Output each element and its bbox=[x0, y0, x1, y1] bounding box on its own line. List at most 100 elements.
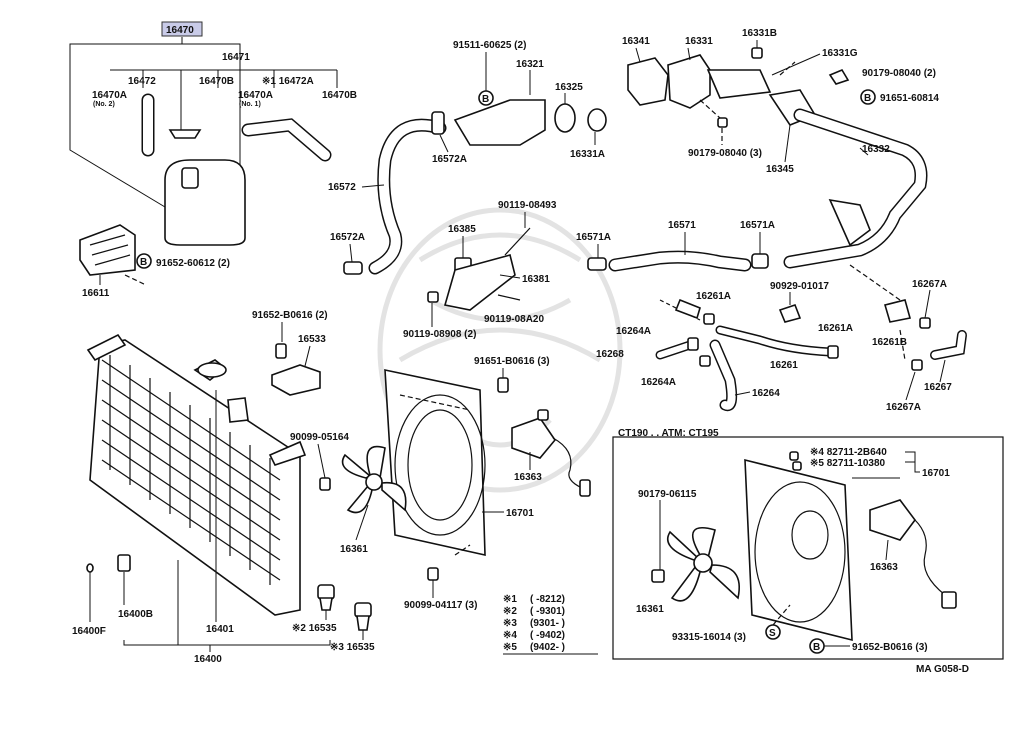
bolt-symbol: B bbox=[140, 257, 147, 268]
part-label-16261[interactable]: 16261 bbox=[770, 360, 798, 371]
part-label-90119-08908[interactable]: 90119-08908 (2) bbox=[403, 329, 476, 340]
part-label-16611[interactable]: 16611 bbox=[82, 288, 110, 299]
part-label-16361-main[interactable]: 16361 bbox=[340, 544, 368, 555]
note-range-4: ( -9402) bbox=[530, 630, 565, 641]
reservoir-group: 16470 16471 16472 16470B ※1 16472A 16470… bbox=[69, 21, 357, 299]
part-label-90119-08493[interactable]: 90119-08493 bbox=[498, 200, 557, 211]
upper-hose-group: 91511-60625 (2) B 16321 16325 16331A 165… bbox=[328, 40, 607, 275]
part-label-16361-inset[interactable]: 16361 bbox=[636, 604, 664, 615]
part-label-16572[interactable]: 16572 bbox=[328, 182, 356, 193]
part-label-16363-main[interactable]: 16363 bbox=[514, 472, 542, 483]
part-label-90119-08A20[interactable]: 90119-08A20 bbox=[484, 314, 544, 325]
part-label-16331B[interactable]: 16331B bbox=[742, 28, 777, 39]
part-label-16325[interactable]: 16325 bbox=[555, 82, 583, 93]
part-label-16331[interactable]: 16331 bbox=[685, 36, 713, 47]
water-outlet-16331 bbox=[667, 54, 711, 109]
part-label-16381[interactable]: 16381 bbox=[522, 274, 550, 285]
part-label-91651-B0616-3[interactable]: 91651-B0616 (3) bbox=[474, 356, 550, 367]
small-hose-group: 16261A 90929-01017 16264A 16268 16264A 1… bbox=[596, 281, 853, 412]
reservoir-cap bbox=[168, 129, 202, 139]
part-label-16363-inset[interactable]: 16363 bbox=[870, 562, 898, 573]
watermark-emblem bbox=[377, 207, 623, 493]
part-label-16264[interactable]: 16264 bbox=[752, 388, 780, 399]
reservoir-tank bbox=[164, 159, 246, 246]
bolt-symbol: B bbox=[482, 94, 489, 105]
part-label-82711-2B640[interactable]: ※4 82711-2B640 bbox=[810, 447, 887, 458]
part-label-90179-06115[interactable]: 90179-06115 bbox=[638, 489, 697, 500]
part-label-16471[interactable]: 16471 bbox=[222, 52, 250, 63]
part-label-16571A-right[interactable]: 16571A bbox=[740, 220, 775, 231]
inset-panel: CT190 . . ATM: CT195 ※4 82711-2B640 ※5 8… bbox=[612, 428, 1004, 660]
part-label-90099-04117[interactable]: 90099-04117 (3) bbox=[404, 600, 477, 611]
bracket-group: 90119-08493 16385 16381 90119-08908 (2) … bbox=[403, 200, 557, 340]
fan-motor-16363 bbox=[511, 417, 557, 459]
part-label-16701-inset[interactable]: 16701 bbox=[922, 468, 950, 479]
part-label-16472A[interactable]: ※1 16472A bbox=[262, 76, 314, 87]
part-label-16261A-top[interactable]: 16261A bbox=[696, 291, 731, 302]
part-label-16331A[interactable]: 16331A bbox=[570, 149, 605, 160]
part-label-91652-B0616-2[interactable]: 91652-B0616 (2) bbox=[252, 310, 328, 321]
inset-title: CT190 . . ATM: CT195 bbox=[618, 428, 719, 439]
bolt-symbol: B bbox=[864, 93, 871, 104]
part-label-82711-10380[interactable]: ※5 82711-10380 bbox=[810, 458, 886, 469]
screw-symbol: S bbox=[769, 628, 776, 639]
part-label-16267A-top[interactable]: 16267A bbox=[912, 279, 947, 290]
part-label-91652-B0616-3[interactable]: 91652-B0616 (3) bbox=[852, 642, 928, 653]
part-label-16470[interactable]: 16470 bbox=[166, 25, 194, 36]
part-label-16400B[interactable]: 16400B bbox=[118, 609, 153, 620]
part-label-16400[interactable]: 16400 bbox=[194, 654, 222, 665]
water-inlet-housing bbox=[453, 99, 546, 146]
part-label-90179-08040-3[interactable]: 90179-08040 (3) bbox=[688, 148, 762, 159]
part-label-16400F[interactable]: 16400F bbox=[72, 626, 106, 637]
right-hose-group: 16267A 16261B 16267 16267A bbox=[849, 264, 967, 413]
bracket-16381 bbox=[443, 254, 516, 311]
reservoir-bracket bbox=[79, 224, 136, 276]
main-fan-group: 91651-B0616 (3) 16701 16363 90099-05164 … bbox=[290, 356, 591, 611]
gasket-16341 bbox=[627, 57, 669, 106]
thermostat bbox=[587, 108, 607, 132]
part-label-90929-01017[interactable]: 90929-01017 bbox=[770, 281, 829, 292]
part-label-16571[interactable]: 16571 bbox=[668, 220, 696, 231]
fan-blade-inset bbox=[666, 527, 740, 602]
part-label-16535-a[interactable]: ※2 16535 bbox=[292, 623, 337, 634]
part-label-16261A-right[interactable]: 16261A bbox=[818, 323, 853, 334]
part-label-90179-08040-2[interactable]: 90179-08040 (2) bbox=[862, 68, 936, 79]
note-mark-1: ※1 bbox=[503, 594, 517, 605]
part-label-16533[interactable]: 16533 bbox=[298, 334, 326, 345]
part-label-16572A-bottom[interactable]: 16572A bbox=[330, 232, 365, 243]
part-label-93315-16014[interactable]: 93315-16014 (3) bbox=[672, 632, 746, 643]
part-label-16267[interactable]: 16267 bbox=[924, 382, 952, 393]
part-label-16341[interactable]: 16341 bbox=[622, 36, 650, 47]
part-label-16261B[interactable]: 16261B bbox=[872, 337, 907, 348]
part-label-91651-60814[interactable]: 91651-60814 bbox=[880, 93, 939, 104]
part-label-16385[interactable]: 16385 bbox=[448, 224, 476, 235]
note-mark-4: ※4 bbox=[503, 630, 517, 641]
part-label-91652-60612[interactable]: 91652-60612 (2) bbox=[156, 258, 230, 269]
part-label-91511-60625[interactable]: 91511-60625 (2) bbox=[453, 40, 526, 51]
part-label-16332[interactable]: 16332 bbox=[862, 144, 890, 155]
fan-shroud-16701 bbox=[384, 369, 486, 557]
part-label-16470B-top[interactable]: 16470B bbox=[199, 76, 234, 87]
part-label-16472[interactable]: 16472 bbox=[128, 76, 156, 87]
part-label-16401[interactable]: 16401 bbox=[206, 624, 234, 635]
part-label-16321[interactable]: 16321 bbox=[516, 59, 544, 70]
part-label-16470B-right[interactable]: 16470B bbox=[322, 90, 357, 101]
bolt-90119-08493 bbox=[504, 227, 531, 256]
part-label-16535-b[interactable]: ※3 16535 bbox=[330, 642, 375, 653]
part-label-16571A-left[interactable]: 16571A bbox=[576, 232, 611, 243]
bypass-hose-group: 16571A 16571 16571A bbox=[576, 220, 775, 272]
part-label-16701-main[interactable]: 16701 bbox=[506, 508, 534, 519]
part-label-16470A-left[interactable]: 16470A bbox=[92, 90, 127, 101]
part-label-90099-05164[interactable]: 90099-05164 bbox=[290, 432, 349, 443]
part-label-16572A-top[interactable]: 16572A bbox=[432, 154, 467, 165]
part-label-16331G[interactable]: 16331G bbox=[822, 48, 858, 59]
radiator-group: 91652-B0616 (2) 16533 16400B 16400F 1640… bbox=[72, 310, 375, 665]
part-label-16264A-top[interactable]: 16264A bbox=[616, 326, 651, 337]
part-label-16268[interactable]: 16268 bbox=[596, 349, 624, 360]
part-label-16267A-bottom[interactable]: 16267A bbox=[886, 402, 921, 413]
part-label-16264A-bottom[interactable]: 16264A bbox=[641, 377, 676, 388]
diagram-code: MA G058-D bbox=[916, 664, 969, 675]
part-label-16345[interactable]: 16345 bbox=[766, 164, 794, 175]
part-label-16470A-right[interactable]: 16470A bbox=[238, 90, 273, 101]
